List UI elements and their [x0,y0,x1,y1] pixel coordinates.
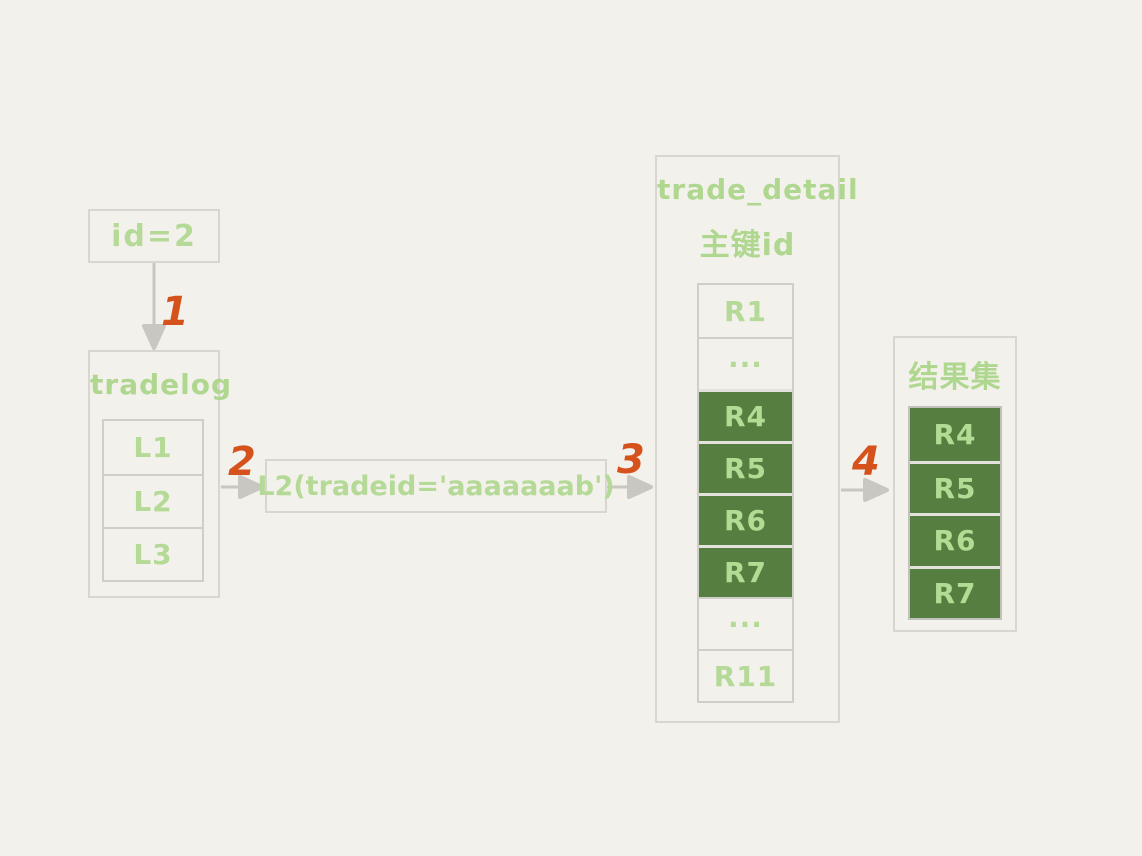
tradelog-row: L3 [104,527,202,580]
trade-detail-rows: R1 ··· R4 R5 R6 R7 ··· R11 [697,283,794,703]
id-value-label: id=2 [111,218,197,254]
result-set-row: R7 [910,565,1000,618]
result-set-title: 结果集 [908,360,1002,395]
trade-detail-row: R11 [699,649,792,701]
step-label-2: 2 [228,439,256,485]
trade-detail-row: ··· [699,337,792,389]
result-set-row: R4 [910,408,1000,461]
tradelog-title: tradelog [90,368,232,401]
result-set-box: 结果集 R4 R5 R6 R7 [893,336,1017,632]
tradelog-rows: L1 L2 L3 [102,419,204,582]
result-set-row: R5 [910,460,1000,513]
step-label-3: 3 [617,437,645,483]
result-set-row: R6 [910,513,1000,566]
tradelog-row: L1 [133,431,173,464]
result-set-rows: R4 R5 R6 R7 [908,406,1002,620]
trade-detail-row-highlighted: R4 [699,389,792,441]
trade-detail-title: trade_detail [657,173,859,206]
query-condition-label: L2(tradeid='aaaaaaab') [257,470,615,502]
query-condition-box: L2(tradeid='aaaaaaab') [257,459,615,513]
trade-detail-row: R1 [723,294,768,328]
trade-detail-table: trade_detail 主键id R1 ··· R4 R5 R6 R7 ···… [655,155,859,723]
trade-detail-row-highlighted: R7 [699,545,792,597]
trade-detail-row-highlighted: R5 [699,441,792,493]
tradelog-row: L2 [104,474,202,527]
trade-detail-subtitle: 主键id [699,228,796,263]
trade-detail-row: ··· [699,597,792,649]
trade-detail-row-highlighted: R6 [699,493,792,545]
step-label-4: 4 [852,439,880,485]
tradelog-table: tradelog L1 L2 L3 [88,350,232,598]
step-label-1: 1 [161,289,189,335]
id-value-box: id=2 [88,209,220,263]
